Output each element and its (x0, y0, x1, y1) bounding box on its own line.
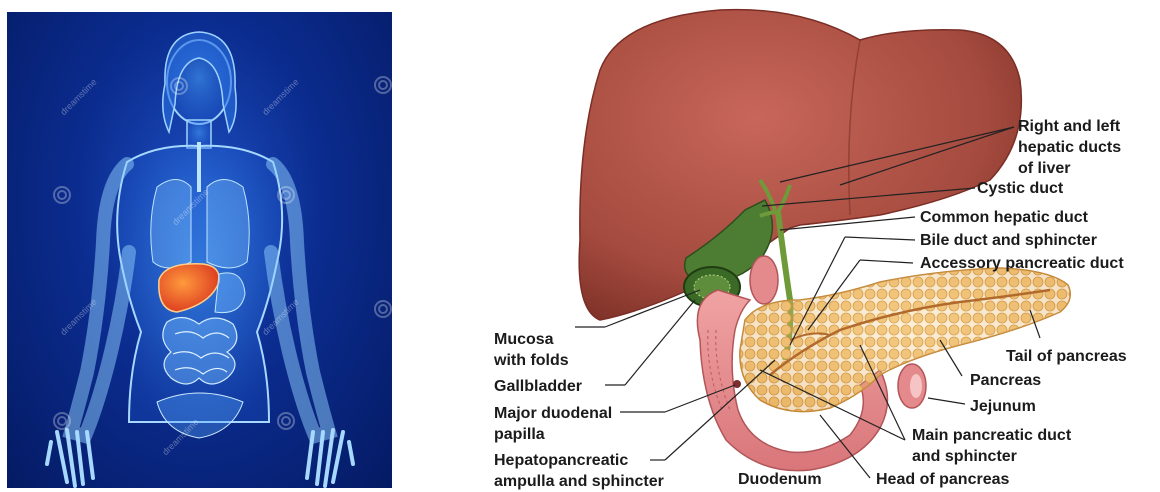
label-jejunum: Jejunum (970, 396, 1036, 417)
duodenum-upper (750, 256, 778, 304)
label-head-of-pancreas: Head of pancreas (876, 469, 1009, 490)
label-mucosa: Mucosa with folds (494, 329, 569, 371)
major-duodenal-papilla (733, 380, 741, 388)
label-pancreas: Pancreas (970, 370, 1041, 391)
label-duodenum: Duodenum (738, 469, 822, 490)
label-hepatic-ducts: Right and left hepatic ducts of liver (1018, 116, 1121, 179)
label-gallbladder: Gallbladder (494, 376, 582, 397)
label-cystic-duct: Cystic duct (977, 178, 1063, 199)
label-bile-duct: Bile duct and sphincter (920, 230, 1097, 251)
label-tail-of-pancreas: Tail of pancreas (1006, 346, 1127, 367)
label-hepatopancreatic: Hepatopancreatic ampulla and sphincter (494, 450, 664, 492)
label-common-hepatic-duct: Common hepatic duct (920, 207, 1088, 228)
label-major-duodenal-papilla: Major duodenal papilla (494, 403, 612, 445)
label-main-pancreatic-duct: Main pancreatic duct and sphincter (912, 425, 1071, 467)
label-accessory-pancreatic-duct: Accessory pancreatic duct (920, 253, 1124, 274)
